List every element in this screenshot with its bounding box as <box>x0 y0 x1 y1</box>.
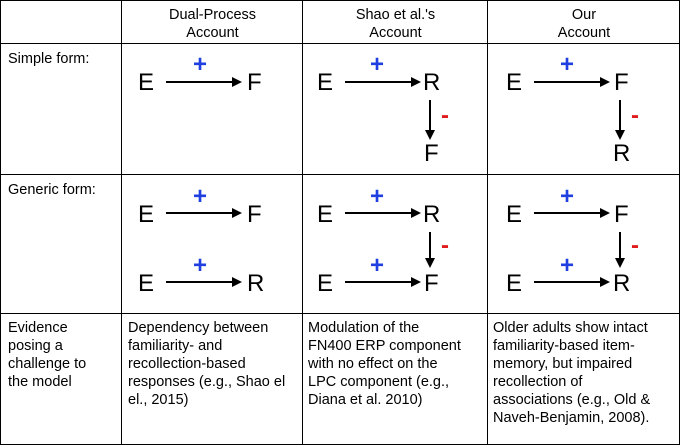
plus-sign: + <box>560 51 575 78</box>
row-label-simple-form: Simple form: <box>8 51 90 67</box>
plus-sign: + <box>193 252 208 279</box>
plus-sign: + <box>370 51 385 78</box>
node-f: F <box>247 69 262 96</box>
down-arrow-icon <box>425 232 435 268</box>
evidence-shao-account: Modulation of the FN400 ERP component wi… <box>308 320 461 408</box>
row-label-evidence: Evidence posing a challenge to the model <box>8 320 87 390</box>
minus-sign: - <box>631 102 639 129</box>
down-arrow-icon <box>425 100 435 140</box>
plus-sign: + <box>560 183 575 210</box>
node-r: R <box>247 270 265 297</box>
node-f: F <box>614 69 629 96</box>
node-r: R <box>423 201 441 228</box>
header-shao-account: Shao et al.'s Account <box>355 7 436 41</box>
node-e: E <box>506 69 523 96</box>
node-r: R <box>613 140 631 167</box>
evidence-dual-process: Dependency between familiarity- and reco… <box>128 320 286 408</box>
node-e: E <box>317 69 334 96</box>
node-e: E <box>138 270 155 297</box>
row-label-generic-form: Generic form: <box>8 182 96 198</box>
node-r: R <box>613 270 631 297</box>
down-arrow-icon <box>615 100 625 140</box>
right-arrow-icon <box>345 208 421 218</box>
right-arrow-icon <box>345 277 421 287</box>
plus-sign: + <box>370 252 385 279</box>
minus-sign: - <box>441 232 449 259</box>
header-our-account: Our Account <box>557 7 611 41</box>
node-e: E <box>138 69 155 96</box>
down-arrow-icon <box>615 232 625 268</box>
plus-sign: + <box>560 252 575 279</box>
node-e: E <box>506 201 523 228</box>
minus-sign: - <box>441 102 449 129</box>
minus-sign: - <box>631 232 639 259</box>
evidence-our-account: Older adults show intact familiarity-bas… <box>493 320 651 426</box>
node-r: R <box>423 69 441 96</box>
right-arrow-icon <box>345 77 421 87</box>
header-dual-process: Dual-Process Account <box>168 7 257 41</box>
node-e: E <box>317 201 334 228</box>
right-arrow-icon <box>166 208 242 218</box>
node-f: F <box>424 140 439 167</box>
node-f: F <box>424 270 439 297</box>
plus-sign: + <box>370 183 385 210</box>
node-e: E <box>317 270 334 297</box>
plus-sign: + <box>193 51 208 78</box>
right-arrow-icon <box>534 208 610 218</box>
node-f: F <box>247 201 262 228</box>
right-arrow-icon <box>166 277 242 287</box>
right-arrow-icon <box>534 277 610 287</box>
right-arrow-icon <box>166 77 242 87</box>
node-e: E <box>138 201 155 228</box>
plus-sign: + <box>193 183 208 210</box>
node-f: F <box>614 201 629 228</box>
right-arrow-icon <box>534 77 610 87</box>
node-e: E <box>506 270 523 297</box>
